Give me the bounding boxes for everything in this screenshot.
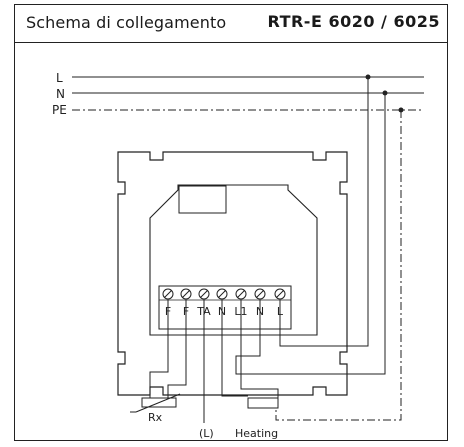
device-housing — [117, 151, 348, 396]
wire-n-supply — [235, 93, 386, 375]
wire-l-supply — [279, 77, 369, 347]
terminal-screw-icon — [274, 288, 286, 300]
wire-l1-heating — [240, 300, 279, 398]
wire-f2-rx — [167, 300, 187, 398]
rx-sensor-icon — [130, 393, 181, 413]
device-module — [149, 184, 318, 336]
terminal-screws — [162, 288, 286, 300]
header-divider — [14, 42, 448, 43]
terminal-screw-icon — [254, 288, 266, 300]
terminal-screw-icon — [180, 288, 192, 300]
wire-n-heating — [221, 300, 248, 397]
terminal-screw-icon — [198, 288, 210, 300]
line-label-n: N — [56, 87, 65, 101]
heating-label: Heating — [235, 427, 278, 440]
terminal-screw-icon — [162, 288, 174, 300]
diagram-title: Schema di collegamento — [26, 13, 227, 32]
model-number: RTR-E 6020 / 6025 — [267, 12, 440, 31]
terminal-screw-icon — [216, 288, 228, 300]
module-window — [178, 185, 227, 214]
wire-pe-heating — [275, 110, 402, 421]
wire-f1-rx — [149, 300, 169, 398]
heating-element-icon — [247, 397, 279, 409]
wiring — [149, 77, 386, 423]
line-label-pe: PE — [52, 103, 67, 117]
rx-label: Rx — [148, 411, 163, 424]
terminal-block — [158, 285, 292, 330]
line-label-l: L — [56, 71, 63, 85]
terminal-screw-icon — [235, 288, 247, 300]
external-l-label: (L) — [199, 427, 214, 440]
